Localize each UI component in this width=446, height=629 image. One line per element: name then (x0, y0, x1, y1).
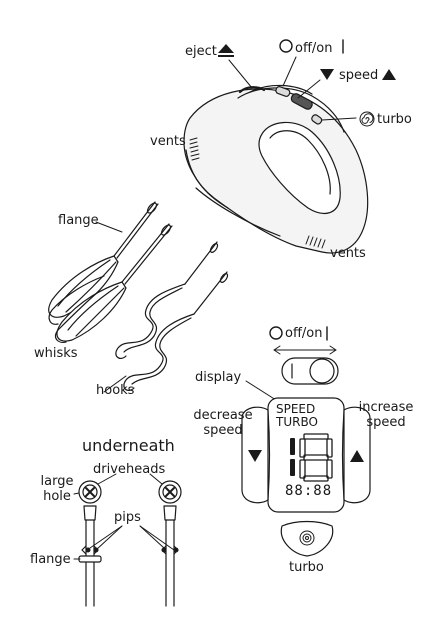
off-on-label: off/on (295, 41, 333, 56)
increase-label-line1: increase (358, 400, 414, 415)
turbo-button (280, 520, 334, 557)
screen-speed-text: SPEED (276, 402, 316, 416)
left-vents-icon (189, 137, 200, 161)
speed-triangles-icon (320, 69, 396, 80)
right-vents-icon (305, 235, 326, 249)
increase-speed-label: increase speed (356, 400, 416, 430)
turbo-label: turbo (377, 112, 412, 127)
increase-speed-button (341, 406, 371, 504)
screen-turbo-text: TURBO (276, 415, 318, 429)
power-icon (279, 39, 344, 54)
panel-off-on-label: off/on (285, 326, 323, 341)
off-on-slide-switch (281, 357, 339, 385)
whisks-label: whisks (34, 346, 78, 361)
flange-leader (95, 221, 123, 233)
panel-turbo-label: turbo (289, 560, 324, 575)
decrease-speed-button (241, 406, 271, 504)
display-label: display (195, 370, 242, 385)
turbo-spiral-icon (359, 111, 375, 127)
underneath-flange-label: flange (30, 552, 71, 567)
decrease-label-line2: speed (203, 423, 243, 438)
underneath-drawing (73, 473, 182, 607)
heads-label: heads (126, 462, 166, 477)
up-triangle-icon (350, 450, 364, 462)
whisks-drawing (48, 201, 173, 343)
decrease-speed-label: decrease speed (193, 408, 253, 438)
vents-left-label: vents (150, 134, 186, 149)
underneath-title: underneath (82, 436, 175, 455)
large-hole-label: large hole (38, 474, 76, 504)
hooks-leader (103, 375, 127, 393)
hooks-drawing (115, 241, 229, 392)
speed-label: speed (339, 68, 379, 83)
down-triangle-icon (248, 450, 262, 462)
turbo-button-spiral-icon (299, 530, 315, 546)
eject-label: eject (185, 44, 217, 59)
hooks-label: hooks (96, 383, 135, 398)
flange-label: flange (58, 213, 99, 228)
hole-label: hole (43, 489, 71, 504)
decrease-label-line1: decrease (193, 408, 253, 423)
leader-lines-top (228, 56, 357, 121)
screen-time-readout: 88:88 (285, 483, 333, 499)
vents-right-label: vents (330, 246, 366, 261)
increase-label-line2: speed (366, 415, 406, 430)
control-panel-drawing (241, 326, 371, 557)
pips-label: pips (114, 510, 141, 525)
seven-segment-digits (290, 438, 295, 476)
drive-label: drive (93, 462, 126, 477)
large-label: large (40, 474, 74, 489)
mixer-body (183, 84, 369, 254)
eject-icon (218, 44, 234, 57)
